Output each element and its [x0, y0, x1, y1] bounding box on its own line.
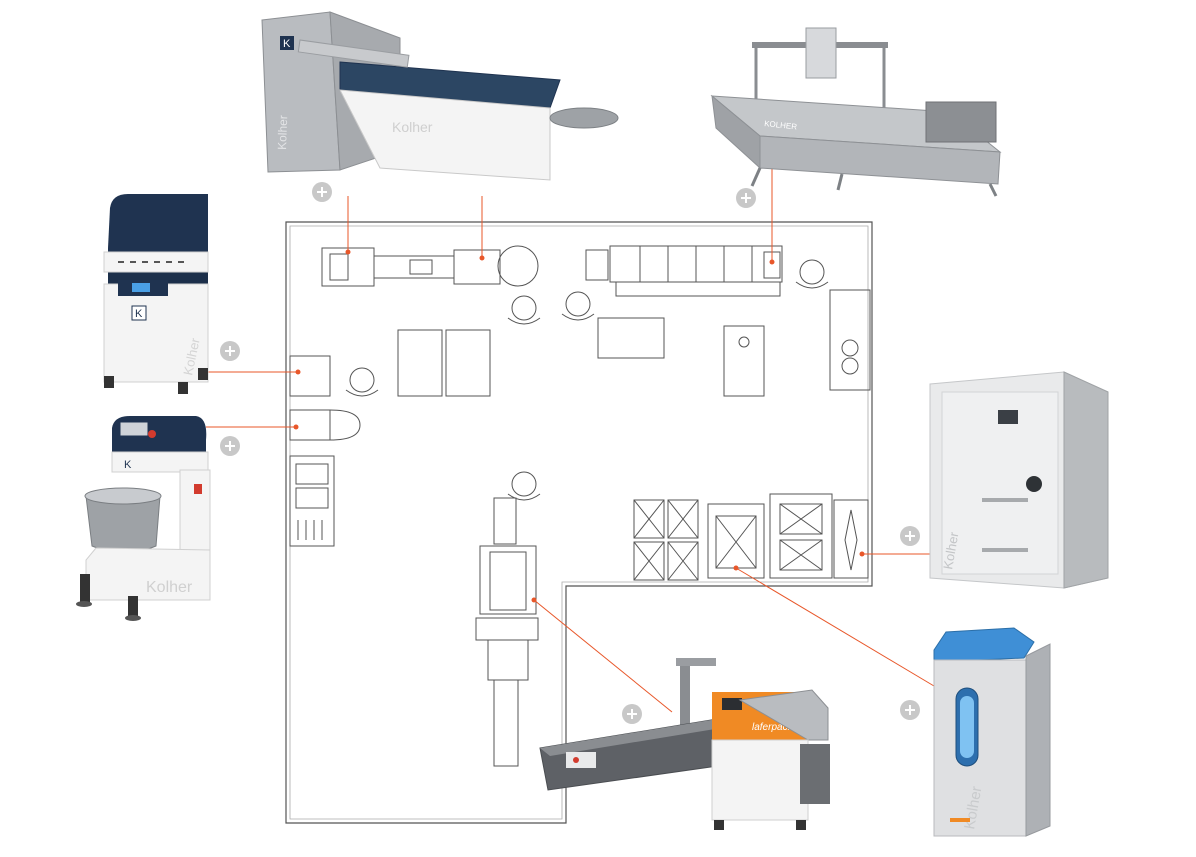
blast-freezer-plus[interactable]	[900, 526, 920, 546]
moulder-badge: K	[283, 38, 291, 50]
plan-sink	[289, 455, 335, 547]
tunnel-oven-machine[interactable]: KOLHER	[710, 27, 1002, 197]
wrapper-brand: laferpack	[752, 722, 794, 733]
plan-symbols	[289, 245, 871, 767]
floor-plan-walls	[285, 221, 873, 824]
connector-lines	[206, 150, 935, 713]
plan-flow-wrapper	[475, 497, 539, 767]
plan-divider-mixer	[289, 355, 361, 441]
plan-racks	[633, 493, 869, 581]
plan-tables	[397, 289, 871, 397]
flow-wrapper-plus[interactable]	[622, 704, 642, 724]
dough-moulder-machine[interactable]: K Kolher Kolher	[261, 11, 619, 181]
moulder-side-brand: Kolher	[275, 115, 290, 150]
proofer-cabinet-machine[interactable]: Kolher	[933, 627, 1051, 837]
dough-divider-plus[interactable]	[220, 341, 240, 361]
moulder-front-brand: Kolher	[392, 119, 433, 135]
freezer-brand: Kolher	[940, 530, 961, 570]
connector-dots	[293, 249, 865, 603]
floor-plan-inner-wall	[289, 225, 869, 820]
plan-moulder-line	[321, 245, 539, 287]
dough-moulder-plus[interactable]	[312, 182, 332, 202]
plan-oven-line	[585, 245, 783, 297]
flow-wrapper-machine[interactable]: laferpack	[539, 658, 830, 830]
spiral-mixer-plus[interactable]	[220, 436, 240, 456]
spiral-mixer-machine[interactable]: K Kolher	[76, 416, 211, 621]
divider-badge: K	[135, 308, 143, 320]
tunnel-oven-plus[interactable]	[736, 188, 756, 208]
mixer-brand: Kolher	[146, 579, 193, 596]
floor-plan	[285, 221, 873, 824]
plan-operators	[345, 259, 829, 501]
mixer-badge: K	[124, 459, 132, 471]
oven-brand: KOLHER	[764, 119, 798, 131]
blast-freezer-cabinet-machine[interactable]: Kolher	[929, 371, 1109, 589]
dough-divider-machine[interactable]: K Kolher	[103, 194, 209, 394]
proofer-plus[interactable]	[900, 700, 920, 720]
